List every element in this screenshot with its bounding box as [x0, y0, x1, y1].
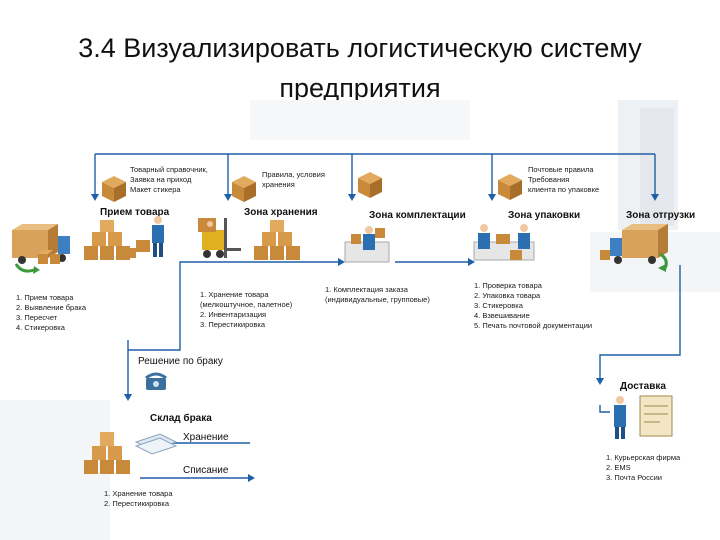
forklift-storage-icon [198, 218, 241, 258]
defect-decision-label: Решение по браку [138, 355, 223, 367]
step-packing-3: 3. Стикеровка [474, 301, 524, 310]
steps-packing: 1. Проверка товара 2. Упаковка товара 3.… [474, 281, 592, 330]
step-delivery-1: 1. Курьерская фирма [606, 453, 681, 462]
phone-icon [145, 372, 167, 390]
stage-titles: Прием товара Зона хранения Зона комплект… [100, 207, 695, 221]
stage-receiving-title: Прием товара [100, 207, 170, 218]
slide-title-line-1: 3.4 Визуализировать логистическую систем… [78, 33, 642, 63]
defect-writeoff-label: Списание [183, 465, 229, 476]
box-pile-defect-icon [84, 432, 130, 474]
input-storage-line-2: хранения [262, 180, 295, 189]
delivery-flow-line [599, 265, 681, 380]
input-picking [358, 172, 382, 198]
input-packing: Почтовые правила Требования клиента по у… [498, 165, 599, 200]
input-receiving-line-2: Заявка на приход [130, 175, 192, 184]
step-packing-5: 5. Печать почтовой документации [474, 321, 592, 330]
step-packing-4: 4. Взвешивание [474, 311, 530, 320]
step-storage-3: 2. Инвентаризация [200, 310, 266, 319]
input-packing-line-1: Почтовые правила [528, 165, 594, 174]
step-defect-1: 1. Хранение товара [104, 489, 173, 498]
defect-storage-label: Хранение [183, 432, 229, 443]
input-box-icon [102, 176, 126, 202]
step-receiving-4: 4. Стикеровка [16, 323, 66, 332]
step-picking-2: (индивидуальные, групповые) [325, 295, 430, 304]
stage-shipping-title: Зона отгрузки [626, 210, 695, 221]
steps-receiving: 1. Прием товара 2. Выявление брака 3. Пе… [16, 293, 87, 332]
document-stack-icon [134, 433, 178, 455]
delivery-to-icon-line [599, 405, 610, 413]
steps-picking: 1. Комплектация заказа (индивидуальные, … [325, 285, 430, 304]
stage-picking-title: Зона комплектации [369, 210, 466, 221]
stage-storage-title: Зона хранения [244, 207, 318, 218]
stage-packing-title: Зона упаковки [508, 210, 580, 221]
picking-station-icon [344, 226, 390, 263]
step-delivery-2: 2. EMS [606, 463, 631, 472]
steps-defect: 1. Хранение товара 2. Перестикировка [104, 489, 173, 508]
input-packing-line-3: клиента по упаковке [528, 185, 599, 194]
step-packing-1: 1. Проверка товара [474, 281, 543, 290]
slide-title-line-2: предприятия [279, 73, 441, 103]
truck-shipping-icon [600, 224, 668, 272]
packing-station-icon [473, 224, 535, 261]
mail-envelope-icon [639, 395, 673, 437]
step-storage-2: (мелкоштучное, палетное) [200, 300, 293, 309]
step-receiving-1: 1. Прием товара [16, 293, 74, 302]
step-picking-1: 1. Комплектация заказа [325, 285, 409, 294]
step-storage-4: 3. Перестикировка [200, 320, 266, 329]
step-storage-1: 1. Хранение товара [200, 290, 269, 299]
input-packing-line-2: Требования [528, 175, 569, 184]
courier-icon [614, 396, 626, 439]
logistics-diagram: Товарный справочник, Заявка на приход Ма… [0, 100, 720, 540]
defect-warehouse-title: Склад брака [150, 412, 212, 424]
input-box-icon [232, 176, 256, 202]
step-receiving-3: 3. Пересчет [16, 313, 58, 322]
delivery-block: Доставка 1. Курьерская фирма 2. EMS 3. П… [606, 381, 681, 482]
input-box-icon [498, 174, 522, 200]
flow-lines [91, 153, 681, 482]
step-delivery-3: 3. Почта России [606, 473, 662, 482]
defect-decision: Решение по браку Склад брака Хранение Сп… [138, 355, 229, 476]
step-defect-2: 2. Перестикировка [104, 499, 170, 508]
input-storage-line-1: Правила, условия [262, 170, 325, 179]
slide-title: 3.4 Визуализировать логистическую систем… [0, 28, 720, 108]
input-receiving: Товарный справочник, Заявка на приход Ма… [102, 165, 208, 202]
boxes-small-icon [38, 250, 60, 264]
input-storage: Правила, условия хранения [232, 170, 325, 202]
step-receiving-2: 2. Выявление брака [16, 303, 87, 312]
truck-receiving-icon [12, 224, 70, 274]
worker-receiving-icon [122, 216, 164, 258]
steps-storage: 1. Хранение товара (мелкоштучное, палетн… [200, 290, 293, 329]
box-pile-storage-icon [254, 220, 300, 260]
input-box-icon [358, 172, 382, 198]
delivery-title: Доставка [620, 381, 666, 392]
mid-flow-line [179, 261, 340, 268]
input-receiving-line-3: Макет стикера [130, 185, 181, 194]
input-receiving-line-1: Товарный справочник, [130, 165, 208, 174]
defect-connect-line [128, 268, 181, 351]
step-packing-2: 2. Упаковка товара [474, 291, 541, 300]
